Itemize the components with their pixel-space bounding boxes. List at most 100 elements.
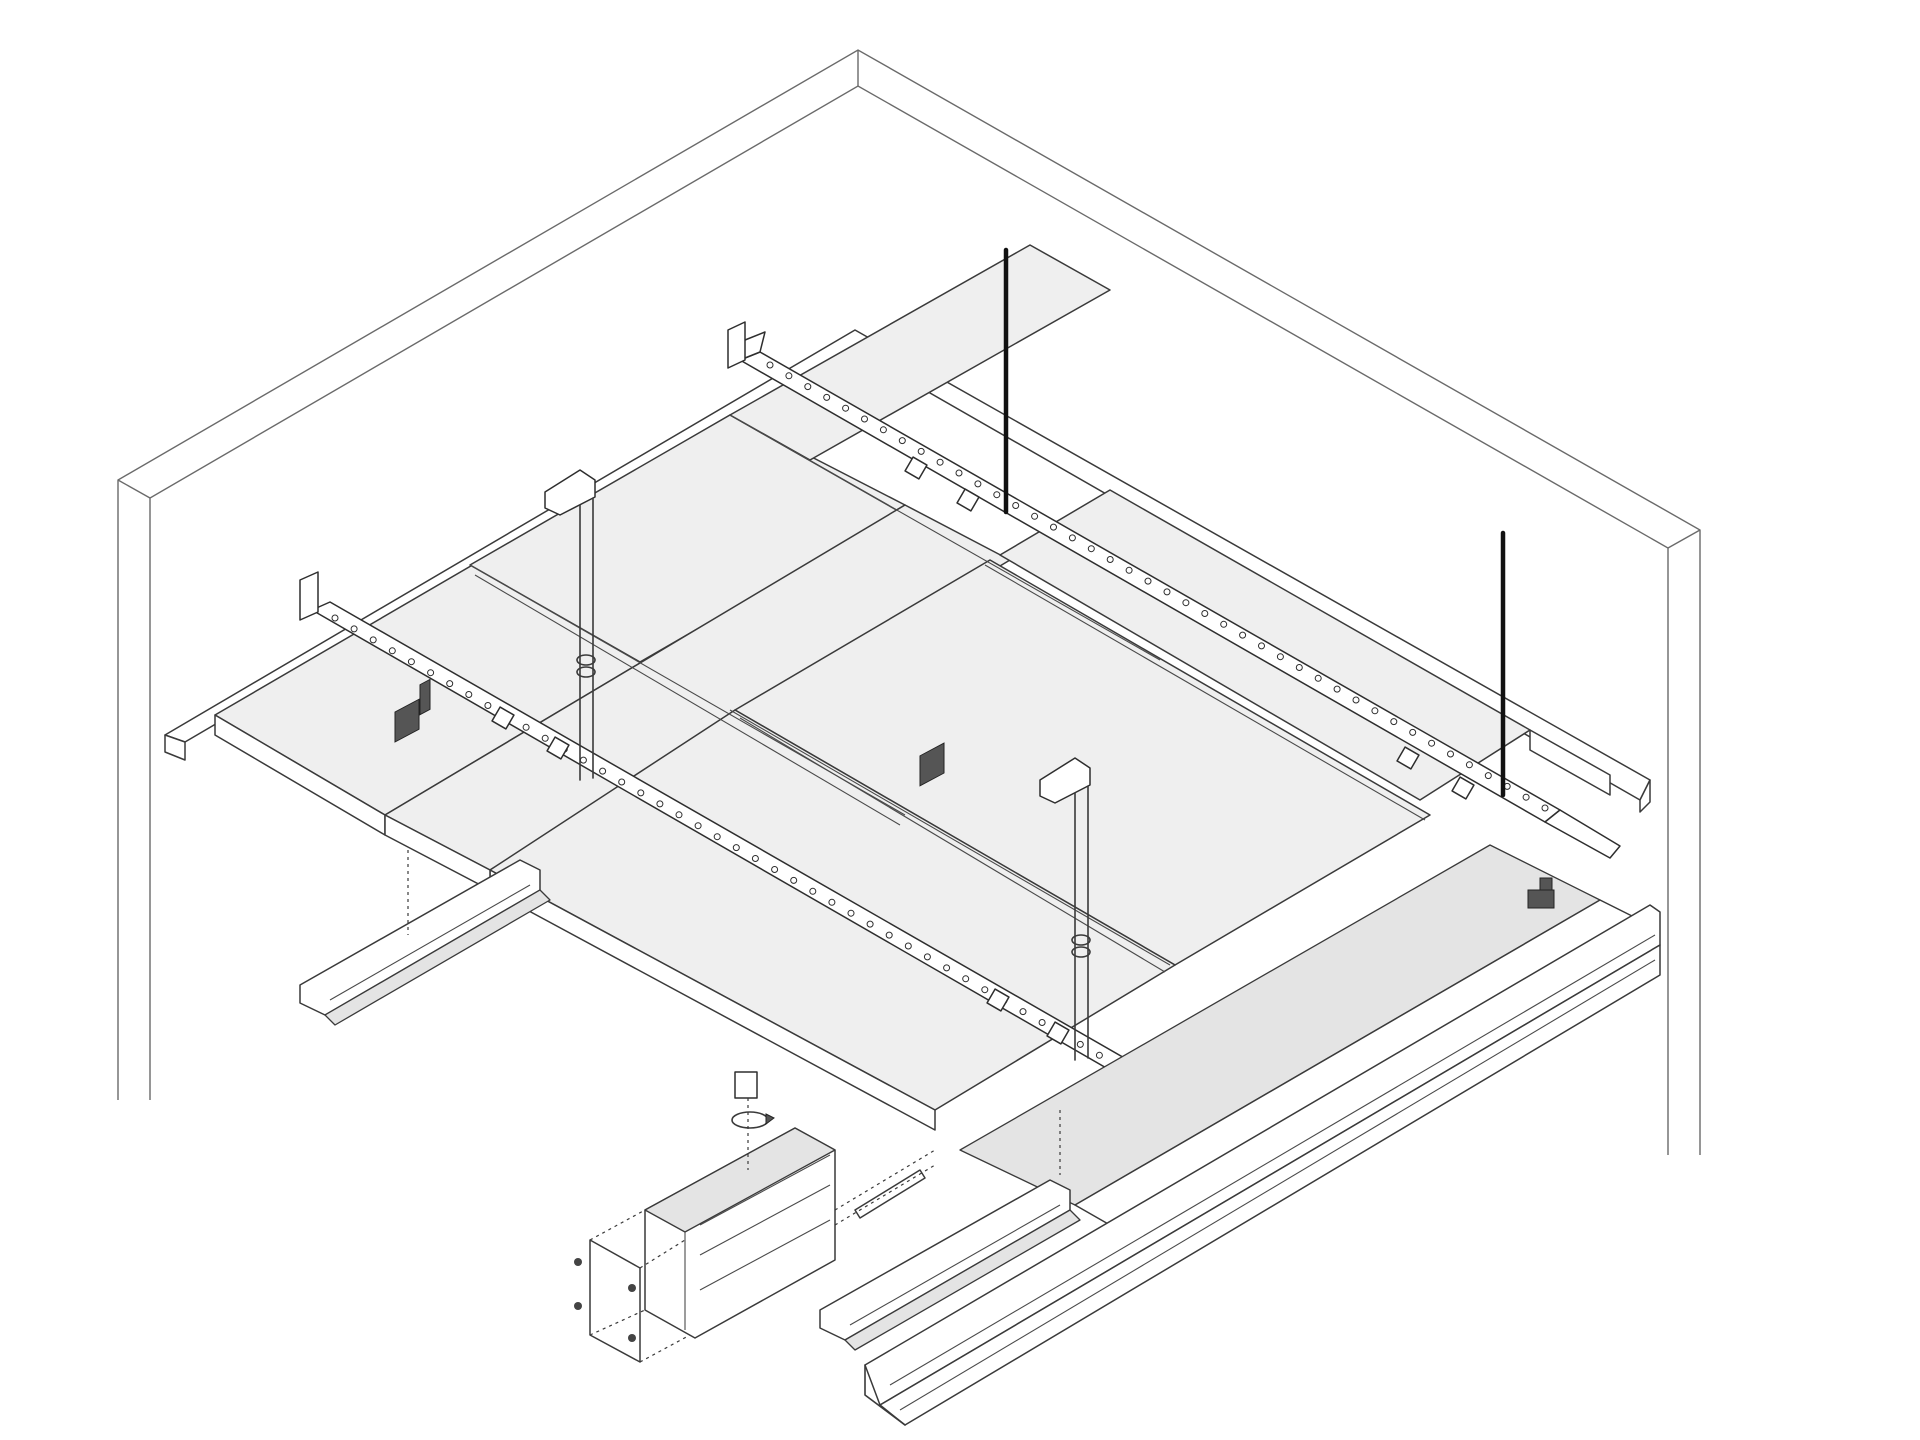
rail-hole-front [885,931,893,939]
rail-hole-back [1541,804,1549,812]
rail-hole-back [1276,653,1284,661]
rail-hole-back [1144,577,1152,585]
rail-hole-back [1201,610,1209,617]
rail-hole-front [656,800,664,808]
perforated-rail-back [727,321,1621,859]
rail-hole-back [1352,696,1360,704]
rail-hole-back [1390,718,1398,726]
rail-hole-back [1239,631,1247,639]
rail-hole-front [579,756,587,764]
rail-hole-front [904,942,912,950]
rail-hole-back [1409,728,1417,736]
rail-hole-back [1314,674,1322,682]
screw-3 [628,1284,636,1292]
rail-hole-back [1012,502,1020,509]
rail-hole-front [331,614,339,622]
panel-front-edges [214,714,1611,1131]
rail-hole-front [732,844,740,852]
rail-hole-front [981,986,989,994]
rail-hole-front [1038,1019,1046,1026]
rail-hole-front [465,691,473,698]
rail-hole-back [1465,761,1473,769]
rail-hole-back [917,447,925,455]
screw-4 [628,1334,636,1342]
rail-hole-back [1295,664,1303,671]
rail-hole-back [1484,772,1492,780]
threaded-rods [1003,247,1506,798]
rail-hole-front [427,669,435,677]
rail-hole-front [407,658,415,666]
rail-hole-back [1031,512,1039,520]
rail-hole-back [1068,534,1076,542]
rail-hole-front [350,625,358,633]
rail-hole-front [847,909,855,917]
end-cap-assembly [574,1071,936,1363]
rail-hole-back [1428,739,1436,747]
rail-hole-front [694,822,702,830]
rail-hole-front [790,876,798,884]
rail-hole-back [842,404,850,412]
rail-hole-back [1087,545,1095,553]
rail-hole-back [936,458,944,466]
rail-hole-front [923,953,931,961]
rail-hole-front [943,964,951,972]
rail-hole-front [771,866,779,873]
rail-hole-back [993,491,1001,499]
rail-hole-back [1163,588,1171,596]
rail-hole-front [369,636,377,644]
rail-hole-front [618,778,626,786]
rail-hole-back [766,361,774,369]
end-plate [589,1239,641,1363]
terminal-block-right [1527,877,1555,909]
rail-hole-back [1106,556,1114,563]
rail-hole-front [484,702,492,709]
panel-4 [729,244,1111,461]
rail-hole-front [541,734,549,742]
rotate-arrow-icon [731,1111,769,1129]
perimeter-trim [164,329,1651,813]
rail-hole-back [1522,793,1530,801]
rail-hole-back [955,469,963,477]
rail-hole-front [1076,1040,1084,1048]
rail-hole-front [446,680,454,688]
rail-hole-back [1182,599,1190,607]
rail-hole-front [388,647,396,655]
rail-hole-back [974,480,982,488]
rail-hole-back [879,426,887,434]
rail-hole-front [809,887,817,895]
rail-hole-front [522,723,530,731]
rail-hole-back [785,372,793,380]
hanger-bracket-left [544,469,596,781]
rail-hole-back [1371,707,1379,715]
rail-clips [491,456,1475,1045]
hanger-bracket-right [1039,757,1091,1061]
rail-hole-back [898,437,906,445]
rail-hole-front [675,811,683,819]
rail-hole-front [1095,1051,1103,1059]
mounting-clip [734,1071,758,1099]
driver-tray-right [819,742,1081,1351]
room-walls [117,49,1701,1155]
rail-hole-front [637,789,645,797]
rail-hole-back [1447,750,1454,758]
rail-hole-back [804,383,812,391]
driver-tray-left [299,678,551,1026]
rail-hole-back [1125,566,1133,574]
rail-hole-back [861,415,868,423]
rail-hole-back [1050,523,1057,531]
rail-hole-back [823,393,831,401]
rail-hole-front [828,898,836,906]
rail-hole-front [751,855,759,862]
rail-hole-front [599,767,607,775]
screw-1 [574,1258,582,1266]
rail-hole-front [1019,1008,1027,1016]
light-channel-lower [864,904,1661,1426]
rail-hole-back [1333,685,1341,693]
rail-hole-back [1258,642,1265,650]
screw-2 [574,1302,582,1310]
rail-hole-front [866,920,874,928]
rail-hole-front [962,975,970,983]
rail-hole-back [1220,620,1228,628]
